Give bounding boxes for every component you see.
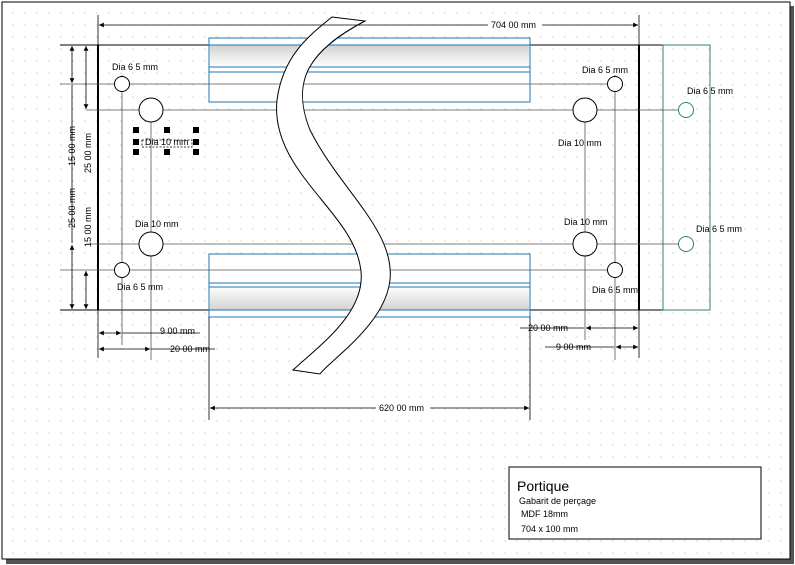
label-green-bottom: Dia 6 5 mm (696, 224, 742, 234)
hole-bottom-right-small[interactable] (607, 262, 623, 278)
dim-left-vertical (69, 46, 89, 309)
dim-vert-25-top-text: 25 00 mm (83, 133, 93, 173)
label-bottom-left-small: Dia 6 5 mm (117, 282, 163, 292)
dim-left-bottom (97, 310, 215, 358)
hole-bottom-left-small[interactable] (114, 262, 130, 278)
dim-right-short-text: 9 00 mm (556, 342, 591, 352)
title-block-title: Portique (517, 478, 569, 494)
title-block-material: MDF 18mm (521, 509, 568, 519)
vertical-reference-lines (121, 75, 616, 360)
dim-vert-25-bottom-text: 25 00 mm (67, 188, 77, 228)
selected-label-group[interactable]: Dia 10 mm (133, 127, 199, 155)
dim-vert-15-top-text: 15 00 mm (67, 126, 77, 166)
dim-right-bottom (520, 310, 640, 358)
title-block: Portique Gabarit de perçage MDF 18mm 704… (508, 466, 762, 540)
dim-rail-length: 620 00 mm (208, 317, 531, 420)
top-rail (208, 37, 531, 103)
hole-top-left-small[interactable] (114, 76, 130, 92)
label-bottom-left-large: Dia 10 mm (135, 219, 179, 229)
hole-bottom-right-large[interactable] (572, 231, 598, 257)
label-top-left-large[interactable]: Dia 10 mm (145, 137, 189, 147)
label-top-right-small: Dia 6 5 mm (582, 65, 628, 75)
selection-box (141, 139, 193, 148)
hole-top-left-large[interactable] (138, 97, 164, 123)
hole-green-bottom[interactable] (678, 236, 694, 252)
green-holes (678, 102, 694, 252)
hole-labels: Dia 6 5 mm Dia 6 5 mm Dia 10 mm Dia 6 5 … (112, 62, 742, 295)
dim-overall-width: 704 00 mm (97, 15, 640, 45)
dim-right-long-text: 20 00 mm (528, 323, 568, 333)
title-block-subtitle: Gabarit de perçage (519, 496, 596, 506)
dim-left-short-text: 9 00 mm (160, 326, 195, 336)
dim-rail-length-text: 620 00 mm (379, 403, 424, 413)
dim-vert-15-bottom-text: 15 00 mm (83, 207, 93, 247)
label-bottom-right-small: Dia 6 5 mm (592, 285, 638, 295)
hole-bottom-left-large[interactable] (138, 231, 164, 257)
dim-overall-width-text: 704 00 mm (491, 20, 536, 30)
hole-top-right-large[interactable] (572, 97, 598, 123)
title-block-size: 704 x 100 mm (521, 524, 578, 534)
green-side-piece (662, 44, 711, 311)
selection-handles[interactable] (133, 127, 199, 155)
label-bottom-right-large: Dia 10 mm (564, 217, 608, 227)
dim-left-long-text: 20 00 mm (170, 344, 210, 354)
label-top-right-large: Dia 10 mm (558, 138, 602, 148)
break-symbol (276, 16, 391, 375)
hole-top-right-small[interactable] (607, 76, 623, 92)
holes (114, 76, 623, 278)
label-top-left-small: Dia 6 5 mm (112, 62, 158, 72)
hole-green-top[interactable] (678, 102, 694, 118)
label-green-top: Dia 6 5 mm (687, 86, 733, 96)
